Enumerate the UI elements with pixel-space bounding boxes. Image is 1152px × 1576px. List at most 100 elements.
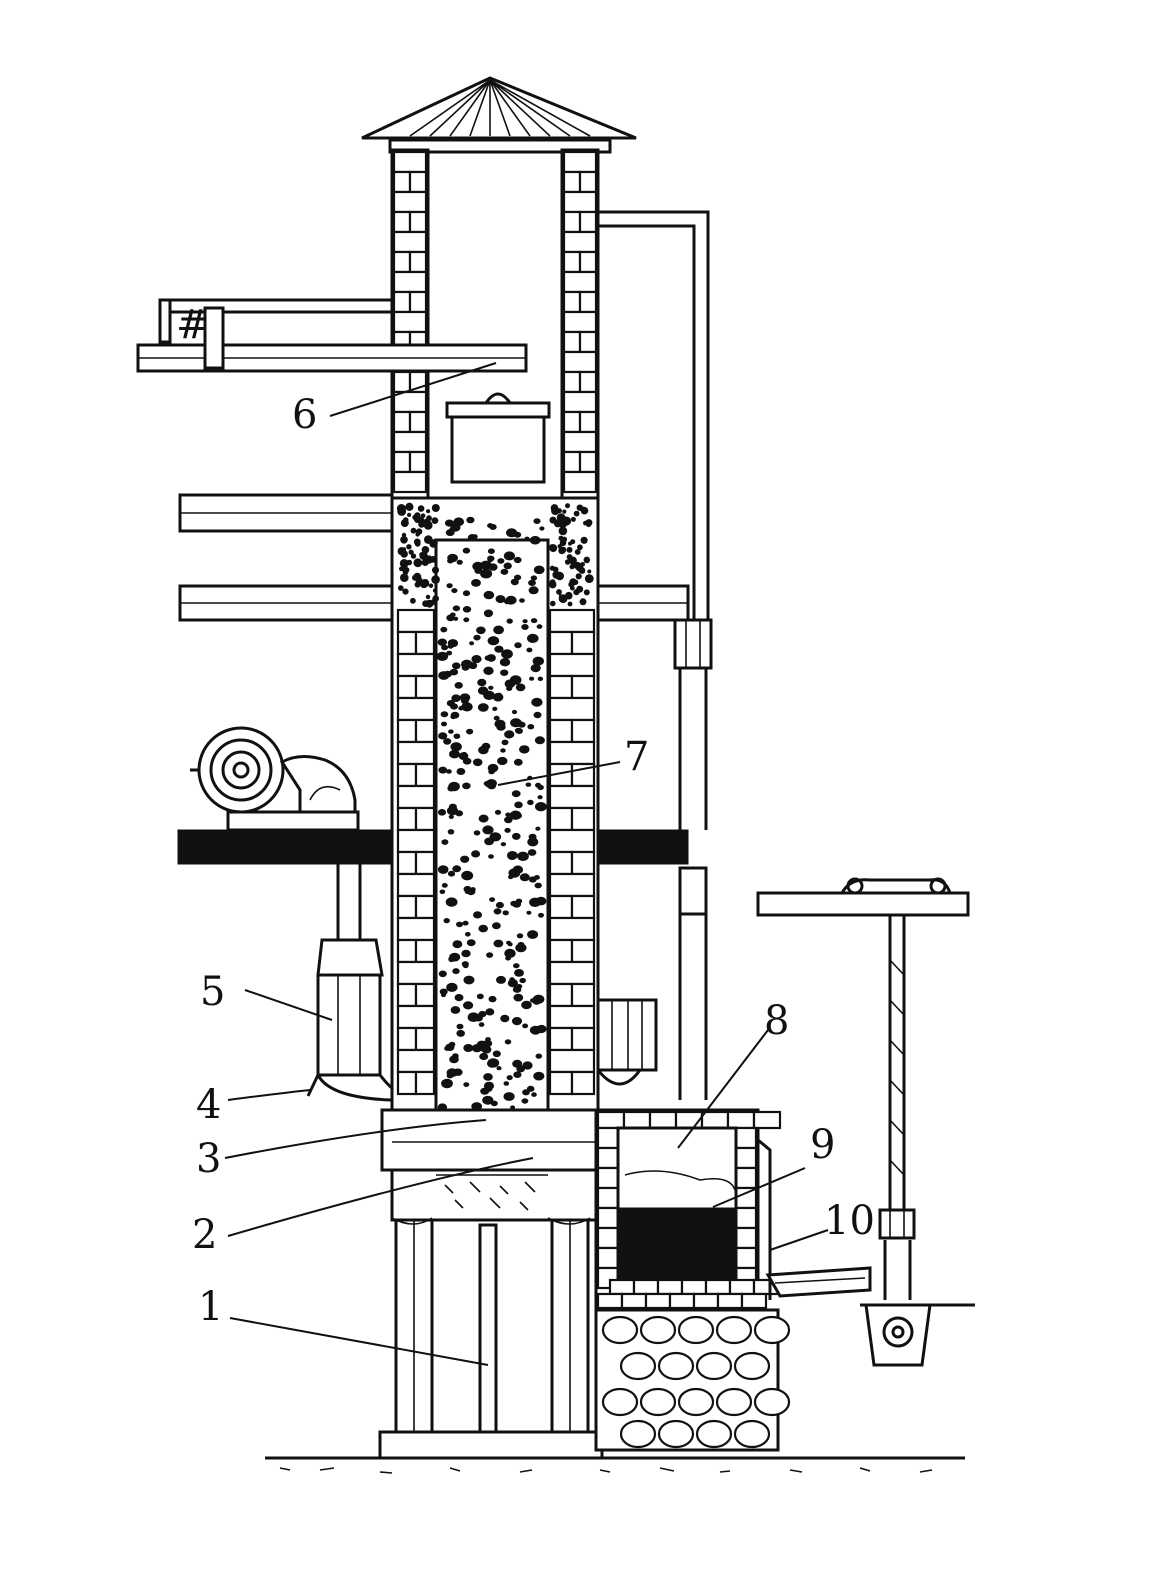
brick [570, 630, 596, 656]
charge-lump [500, 748, 506, 753]
charge-lump [452, 865, 462, 873]
charge-lump [504, 730, 515, 739]
stone [677, 1315, 715, 1345]
charge-lump [558, 535, 564, 541]
charge-lump [487, 636, 500, 646]
brick [596, 1292, 624, 1310]
charge-lump [501, 739, 509, 746]
brick [548, 806, 574, 832]
brick [548, 850, 574, 876]
charge-lump [506, 940, 512, 945]
charge-lump [527, 837, 539, 847]
brick [562, 410, 582, 434]
charge-lump [585, 519, 593, 527]
charge-lump [414, 515, 422, 524]
charge-lump [503, 1092, 515, 1101]
brick [752, 1110, 782, 1130]
charge-lump [441, 644, 449, 651]
charge-lump [550, 600, 556, 607]
charge-lump [407, 502, 413, 508]
stone [733, 1351, 771, 1381]
charge-lump [402, 588, 409, 595]
callout-6: 6 [292, 392, 317, 438]
charge-lump [521, 1000, 532, 1010]
charge-lump [397, 547, 406, 556]
callout-5: 5 [200, 969, 225, 1015]
brick [608, 1278, 636, 1296]
brick [548, 894, 574, 920]
charge-lump [533, 875, 540, 880]
brick [562, 210, 582, 234]
charge-lump [569, 564, 575, 570]
charge-lump [431, 517, 439, 524]
charge-lump [452, 605, 461, 612]
charge-lump [528, 586, 539, 595]
brick [548, 1004, 596, 1030]
stone [639, 1315, 677, 1345]
brick [396, 828, 436, 854]
charge-lump [446, 650, 453, 656]
charge-lump [529, 1025, 542, 1035]
brick [644, 1292, 672, 1310]
charge-lump [512, 865, 524, 874]
brick [396, 938, 418, 964]
charge-lump [513, 758, 523, 766]
charge-lump [426, 509, 431, 514]
brick [562, 170, 582, 194]
charge-lump [529, 897, 541, 907]
brick [414, 762, 436, 788]
brick [562, 310, 598, 334]
tuyere-box-right [596, 998, 658, 1086]
charge-lump [484, 655, 492, 661]
stack-roof [361, 76, 637, 154]
charge-lump [446, 1068, 458, 1078]
brick [414, 1026, 436, 1052]
brick [578, 450, 598, 474]
charge-lump [484, 837, 494, 846]
brick [562, 150, 598, 174]
brick [396, 850, 418, 876]
charge-lump [587, 569, 592, 574]
charge-lump [482, 825, 494, 835]
brick [548, 608, 596, 634]
brick [570, 674, 596, 700]
brick [570, 806, 596, 832]
brick [704, 1278, 732, 1296]
charge-lump [452, 940, 463, 949]
charge-lump [400, 573, 409, 582]
brick [562, 470, 598, 494]
brick [548, 718, 574, 744]
charge-lump [505, 812, 511, 818]
charge-lump [558, 594, 563, 599]
charge-lump [511, 1017, 523, 1026]
charge-lump [447, 553, 458, 563]
charge-lump [533, 711, 542, 719]
charge-lump [513, 556, 522, 564]
charge-lump [510, 900, 518, 907]
charge-lump [503, 551, 515, 561]
charge-lump [408, 549, 414, 555]
charge-lump [549, 544, 555, 550]
charge-lump [450, 1006, 461, 1014]
brick [392, 310, 428, 334]
charge-lump [464, 889, 471, 895]
charge-lump [456, 768, 466, 775]
callout-7: 7 [624, 734, 649, 780]
charge-lump [487, 557, 494, 563]
charge-lump [461, 961, 469, 967]
charge-lump [514, 727, 522, 734]
brick [548, 982, 574, 1008]
charge-lump [487, 1058, 500, 1068]
charge-lump [492, 1050, 501, 1058]
stone [657, 1351, 695, 1381]
charge-lump [449, 668, 459, 676]
charge-lump [495, 595, 506, 604]
charge-lump [446, 583, 453, 589]
brick [570, 894, 596, 920]
charge-lump [483, 666, 494, 675]
charge-lump [462, 547, 471, 554]
charge-lump [426, 515, 432, 522]
brick [596, 1166, 620, 1190]
charge-lump [414, 540, 421, 547]
